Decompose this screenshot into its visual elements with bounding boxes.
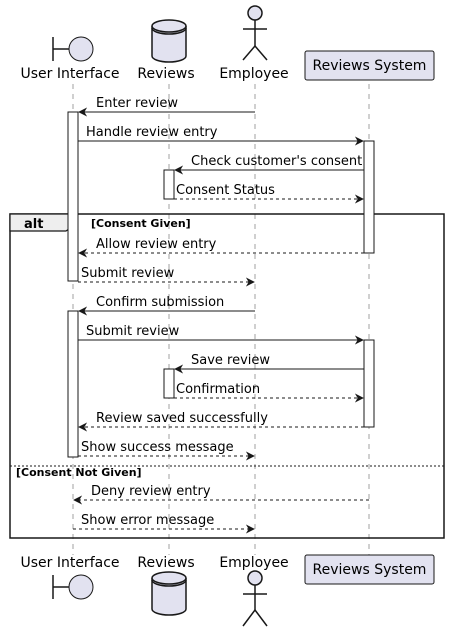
participant-label-employee-bottom: Employee [219, 555, 288, 571]
activation-reviews-1 [163, 169, 175, 200]
message-label-14: Show error message [81, 513, 214, 528]
participant-label-ui: User Interface [20, 66, 119, 82]
participant-label-system-bottom: Reviews System [313, 562, 427, 578]
participant-ui-top: User Interface [20, 36, 120, 82]
message-label-4: Consent Status [176, 183, 275, 198]
boundary-icon [52, 574, 94, 600]
participant-ui-bottom: User Interface [20, 555, 120, 600]
actor-icon [242, 570, 268, 627]
actor-icon [242, 5, 268, 61]
message-label-9: Save review [191, 353, 270, 368]
activation-reviews-2 [163, 368, 175, 399]
participant-reviews-bottom: Reviews [137, 555, 195, 616]
participant-employee-top: Employee [219, 5, 289, 82]
message-label-6: Submit review [81, 266, 175, 281]
participant-label-reviews: Reviews [137, 66, 194, 82]
alt-fragment: alt [Consent Given] [Consent Not Given] [9, 213, 445, 539]
messages [73, 107, 369, 534]
participant-system-bottom: Reviews System [304, 554, 435, 585]
message-label-7: Confirm submission [96, 295, 224, 310]
activations [67, 111, 375, 458]
activation-ui-2 [67, 310, 79, 458]
boundary-icon [52, 36, 94, 62]
message-label-2: Handle review entry [86, 125, 218, 140]
participant-reviews-top: Reviews [137, 19, 195, 82]
participant-employee-bottom: Employee [219, 555, 289, 627]
alt-guard-consent-not-given: [Consent Not Given] [16, 466, 142, 479]
participant-label-reviews-bottom: Reviews [137, 555, 194, 571]
message-label-12: Show success message [81, 440, 234, 455]
participant-label-system: Reviews System [313, 58, 427, 74]
database-icon [151, 571, 187, 616]
message-labels: Enter review Handle review entry Check c… [81, 96, 362, 528]
participant-label-ui-bottom: User Interface [20, 555, 119, 571]
participant-system-top: Reviews System [304, 50, 435, 81]
activation-system-2 [363, 339, 375, 428]
message-label-8: Submit review [86, 324, 180, 339]
lifelines [72, 84, 370, 555]
message-label-5: Allow review entry [96, 237, 217, 252]
database-icon [151, 19, 187, 63]
message-label-13: Deny review entry [91, 484, 211, 499]
message-label-11: Review saved successfully [96, 411, 268, 426]
alt-guard-consent-given: [Consent Given] [91, 217, 191, 230]
message-label-10: Confirmation [176, 382, 260, 397]
activation-ui-1 [67, 111, 79, 282]
alt-keyword: alt [24, 217, 43, 232]
activation-system-1 [363, 140, 375, 254]
message-label-3: Check customer's consent [191, 154, 362, 169]
participant-label-employee: Employee [219, 66, 288, 82]
message-label-1: Enter review [96, 96, 178, 111]
